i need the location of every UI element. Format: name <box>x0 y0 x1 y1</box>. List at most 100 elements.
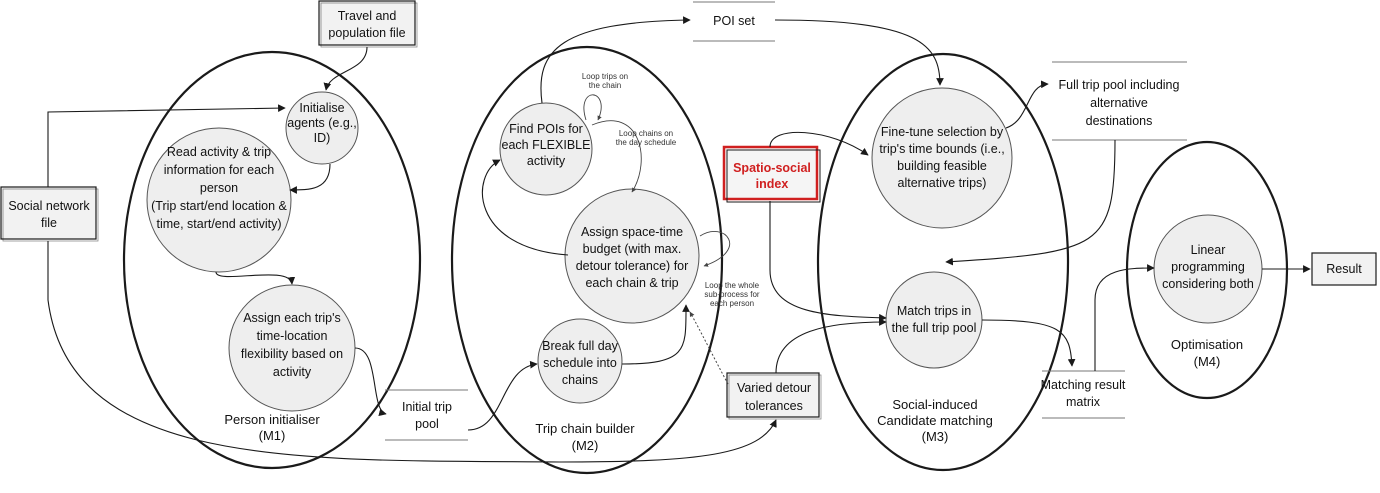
loop-trips-on-chain-arc <box>583 94 602 121</box>
store-poi-set <box>693 1 775 42</box>
label-social-net-line: file <box>41 216 57 230</box>
arrow-fullpool-to-match <box>945 139 1116 266</box>
label-assign-budget-line: budget (with max. <box>583 242 682 256</box>
store-full-pool <box>1052 61 1187 141</box>
loop-chains-on-day-arc <box>591 120 642 193</box>
label-module-m3-line: Candidate matching <box>877 413 993 428</box>
entity-spatio-social <box>722 145 821 203</box>
label-full-pool: Full trip pool including alternative desti… <box>1059 78 1180 128</box>
label-social-net: Social network file <box>8 199 90 230</box>
label-init-agents-line: ID) <box>314 131 331 145</box>
store-initial-pool <box>385 389 468 441</box>
label-module-m4-line: (M4) <box>1194 354 1221 369</box>
entity-varied-detour <box>726 372 822 420</box>
label-module-m1-line: Person initialiser <box>224 412 320 427</box>
label-full-pool-line: alternative <box>1090 96 1148 110</box>
label-module-m4: Optimisation (M4) <box>1171 337 1243 369</box>
label-assign-budget-line: detour tolerance) for <box>576 259 689 273</box>
process-read-activity <box>146 127 292 273</box>
label-match-trips-line: the full trip pool <box>892 321 977 335</box>
arrow-social-to-detour <box>47 241 777 463</box>
label-linear-prog-line: programming <box>1171 260 1245 274</box>
label-varied-detour-line: tolerances <box>745 399 803 413</box>
label-travel-pop-line: population file <box>328 26 405 40</box>
label-module-m3-line: (M3) <box>922 429 949 444</box>
process-assign-budget <box>564 188 700 324</box>
label-loop-chains-day-line: Loop chains on <box>619 129 673 138</box>
process-match-trips <box>885 271 983 369</box>
label-initial-pool: Initial trip pool <box>402 400 452 431</box>
arrow-matrix-to-linear <box>1094 264 1155 371</box>
label-varied-detour: Varied detour tolerances <box>737 381 811 413</box>
label-loop-chains-day-line: the day schedule <box>616 138 677 147</box>
label-loop-trips-chain-line: Loop trips on <box>582 72 628 81</box>
label-break-schedule-line: schedule into <box>543 356 617 370</box>
label-fine-tune-line: trip's time bounds (i.e., <box>879 142 1004 156</box>
label-find-pois: Find POIs for each FLEXIBLE activity <box>502 122 591 168</box>
label-assign-flex-line: Assign each trip's <box>243 311 341 325</box>
label-matching-matrix-line: Matching result <box>1041 378 1126 392</box>
label-read-activity-line: time, start/end activity) <box>156 217 281 231</box>
label-init-agents-line: agents (e.g., <box>287 116 357 130</box>
label-find-pois-line: activity <box>527 154 566 168</box>
label-module-m4-line: Optimisation <box>1171 337 1243 352</box>
process-find-pois <box>499 102 593 196</box>
label-assign-flex-line: time-location <box>257 329 328 343</box>
label-poi-set-line: POI set <box>713 14 755 28</box>
label-find-pois-line: each FLEXIBLE <box>502 138 591 152</box>
module-m1-boundary <box>122 50 422 470</box>
label-read-activity-line: (Trip start/end location & <box>151 199 287 213</box>
arrow-spatio-to-fine <box>769 131 869 156</box>
label-full-pool-line: destinations <box>1086 114 1153 128</box>
label-linear-prog-line: considering both <box>1162 277 1254 291</box>
module-m3-boundary <box>816 52 1070 472</box>
label-travel-pop: Travel and population file <box>328 9 405 40</box>
label-match-trips: Match trips in the full trip pool <box>892 304 977 335</box>
label-init-agents-line: Initialise <box>299 101 344 115</box>
label-full-pool-line: Full trip pool including <box>1059 78 1180 92</box>
label-initial-pool-line: pool <box>415 417 439 431</box>
label-linear-prog: Linear programming considering both <box>1162 243 1254 291</box>
label-loop-whole-subprocess-line: each person <box>710 299 754 308</box>
label-loop-whole-subprocess-line: Loop the whole <box>705 281 760 290</box>
arrow-match-to-matrix <box>981 319 1076 367</box>
label-module-m2-line: Trip chain builder <box>535 421 635 436</box>
label-loop-trips-chain-line: the chain <box>589 81 621 90</box>
label-initial-pool-line: Initial trip <box>402 400 452 414</box>
arrow-break-to-budget <box>621 304 690 365</box>
entity-travel-population <box>318 0 418 48</box>
label-spatio-social-line: Spatio-social <box>733 161 811 175</box>
label-matching-matrix-line: matrix <box>1066 395 1101 409</box>
label-module-m3-line: Social-induced <box>892 397 977 412</box>
arrow-spatio-to-match <box>769 201 887 322</box>
module-m2-boundary <box>450 45 724 475</box>
process-fine-tune <box>871 87 1013 229</box>
label-read-activity-line: Read activity & trip <box>167 145 271 159</box>
label-assign-flex-line: flexibility based on <box>241 347 343 361</box>
label-match-trips-line: Match trips in <box>897 304 971 318</box>
label-poi-set: POI set <box>713 14 755 28</box>
label-find-pois-line: Find POIs for <box>509 122 583 136</box>
label-varied-detour-line: Varied detour <box>737 381 811 395</box>
arrow-find-to-poi <box>540 16 691 104</box>
label-travel-pop-line: Travel and <box>338 9 397 23</box>
label-result-line: Result <box>1326 262 1362 276</box>
arrow-social-to-init <box>47 104 286 187</box>
arrow-read-to-assign <box>215 271 296 285</box>
label-break-schedule-line: Break full day <box>542 339 618 353</box>
label-social-net-line: Social network <box>8 199 90 213</box>
process-break-schedule <box>537 318 623 404</box>
label-linear-prog-line: Linear <box>1191 243 1226 257</box>
arrow-fine-to-fullpool <box>1005 80 1049 129</box>
label-loop-whole-subprocess-line: sub-process for <box>704 290 759 299</box>
